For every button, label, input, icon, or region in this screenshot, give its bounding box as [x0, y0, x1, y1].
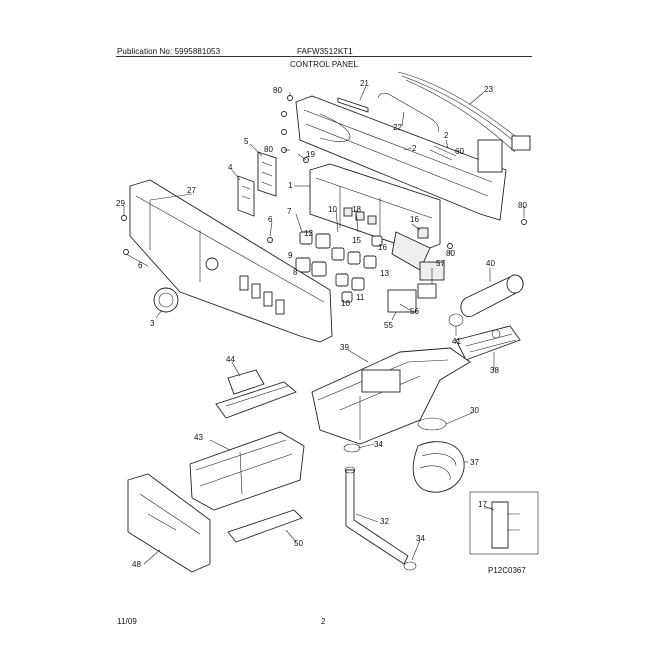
- callout-9: 9: [288, 251, 293, 260]
- callout-21: 21: [360, 79, 369, 88]
- hose-ring-upper-part[interactable]: [343, 443, 361, 453]
- hose-clamp-part[interactable]: [417, 417, 447, 431]
- callout-19: 19: [306, 150, 315, 159]
- bracket-part[interactable]: [337, 97, 369, 113]
- callout-41: 41: [452, 337, 461, 346]
- header-rule: [116, 56, 532, 57]
- dispenser-cup-part[interactable]: [215, 369, 297, 419]
- callout-60: 60: [455, 147, 464, 156]
- callout-10: 10: [328, 205, 337, 214]
- inset-detail-box: [469, 491, 539, 555]
- callout-80b: 80: [264, 145, 273, 154]
- callout-29: 29: [116, 199, 125, 208]
- callout-55: 55: [384, 321, 393, 330]
- callout-5: 5: [244, 137, 249, 146]
- callout-80c: 80: [518, 201, 527, 210]
- drain-tube-part[interactable]: [344, 466, 409, 565]
- callout-80d: 80: [446, 249, 455, 258]
- callout-48: 48: [132, 560, 141, 569]
- callout-22: 22: [393, 123, 402, 132]
- callout-39: 39: [340, 343, 349, 352]
- callout-8: 8: [293, 268, 298, 277]
- selector-knob-part[interactable]: [153, 287, 179, 313]
- hose-ring-lower-part[interactable]: [403, 561, 417, 571]
- filter-canister-part[interactable]: [460, 274, 524, 318]
- callout-12: 12: [304, 229, 313, 238]
- callout-3: 3: [150, 319, 155, 328]
- publication-number: Publication No: 5995881053: [117, 47, 221, 56]
- callout-11: 11: [356, 293, 365, 302]
- callout-6: 6: [268, 215, 273, 224]
- callout-15: 15: [352, 236, 361, 245]
- front-control-panel-part[interactable]: [129, 179, 333, 343]
- callout-16: 16: [410, 215, 419, 224]
- callout-18: 18: [352, 205, 361, 214]
- callout-38: 38: [490, 366, 499, 375]
- callout-13: 13: [380, 269, 389, 278]
- callout-16b: 16: [378, 243, 387, 252]
- callout-50: 50: [294, 539, 303, 548]
- callout-2: 2: [412, 144, 417, 153]
- footer-page-number: 2: [321, 617, 326, 626]
- dispenser-drawer-part[interactable]: [189, 431, 305, 511]
- control-board-part[interactable]: [309, 163, 441, 253]
- callout-30: 30: [470, 406, 479, 415]
- callout-labels: 80 21 23 22 2 2 60 80 19 5 4 1 27 29 80 …: [116, 79, 527, 575]
- callout-27: 27: [187, 186, 196, 195]
- button-column-part-4[interactable]: [237, 175, 255, 217]
- leader-lines: [123, 85, 525, 565]
- water-manifold-part[interactable]: [455, 325, 521, 361]
- callout-32: 32: [380, 517, 389, 526]
- wire-harness-part[interactable]: [397, 71, 531, 153]
- cable-part[interactable]: [377, 92, 439, 133]
- callout-4: 4: [228, 163, 233, 172]
- callout-1: 1: [288, 181, 293, 190]
- drawer-front-part[interactable]: [127, 473, 211, 573]
- callout-80: 80: [273, 86, 282, 95]
- button-column-part-5[interactable]: [257, 151, 277, 197]
- inset-label: 17: [478, 500, 487, 509]
- callout-34: 34: [374, 440, 383, 449]
- callout-40: 40: [486, 259, 495, 268]
- callout-44: 44: [226, 355, 235, 364]
- callout-43: 43: [194, 433, 203, 442]
- callout-56: 56: [410, 307, 419, 316]
- callout-6b: 6: [138, 261, 143, 270]
- section-title: CONTROL PANEL: [290, 60, 358, 69]
- footer-date: 11/09: [117, 617, 137, 626]
- callout-57: 57: [436, 259, 445, 268]
- dispenser-housing-part[interactable]: [311, 347, 471, 445]
- callout-7: 7: [287, 207, 292, 216]
- selector-switches-cluster[interactable]: [295, 231, 431, 303]
- callout-23: 23: [484, 85, 493, 94]
- pressure-switch-part[interactable]: [387, 261, 445, 313]
- callout-34b: 34: [416, 534, 425, 543]
- model-number: FAFW3512KT1: [297, 47, 353, 56]
- callout-2b: 2: [444, 131, 449, 140]
- o-ring-part[interactable]: [448, 313, 464, 327]
- drawer-insert-part[interactable]: [227, 509, 303, 543]
- reference-code: P12C0367: [488, 566, 526, 575]
- console-frame-part[interactable]: [295, 95, 507, 221]
- callout-10b: 10: [341, 299, 350, 308]
- bellows-hose-part[interactable]: [412, 441, 465, 493]
- callout-37: 37: [470, 458, 479, 467]
